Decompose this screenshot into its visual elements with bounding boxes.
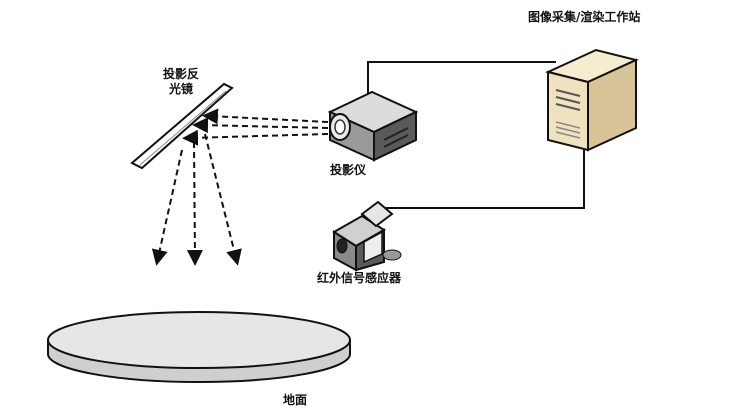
mirror-icon <box>130 82 234 170</box>
projector-label: 投影仪 <box>330 163 367 177</box>
ground-disc-icon <box>47 311 351 383</box>
mirror-label-line1: 投影反 <box>162 67 199 81</box>
projector-icon <box>327 90 419 162</box>
infrared-sensor-icon <box>332 200 402 272</box>
projection-beams <box>182 108 329 146</box>
reflected-beams <box>151 133 242 266</box>
cable-sensor-to-workstation <box>375 148 585 209</box>
computer-tower-icon <box>544 48 640 152</box>
workstation-label: 图像采集/渲染工作站 <box>528 10 641 24</box>
sensor-label: 红外信号感应器 <box>317 271 402 285</box>
mirror-label-line2: 光镜 <box>168 82 193 96</box>
cable-projector-to-workstation <box>367 61 556 104</box>
ground-label: 地面 <box>283 393 308 407</box>
mirror-label: 投影反 光镜 <box>150 67 212 97</box>
